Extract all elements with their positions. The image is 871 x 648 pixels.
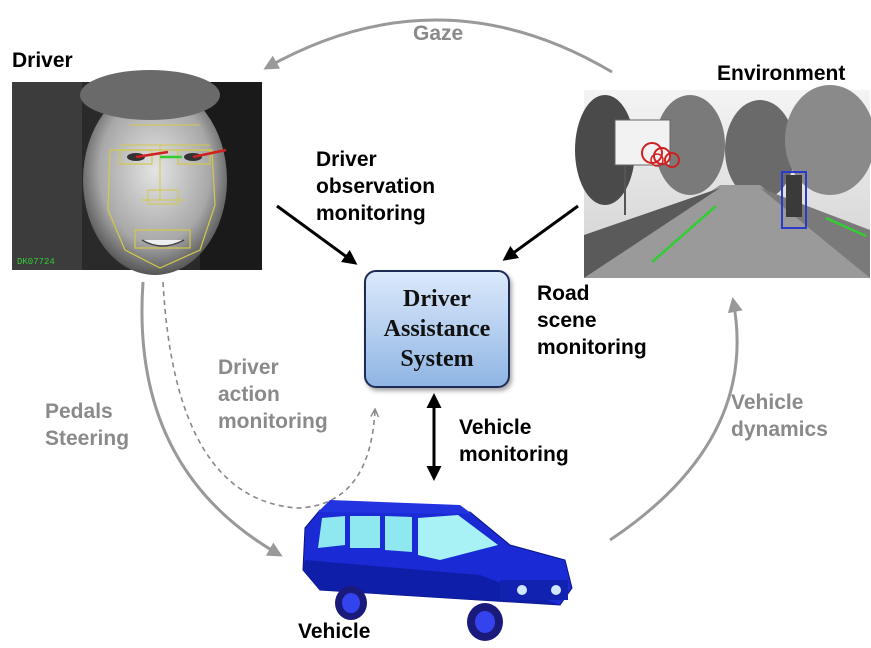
pedals-steering-label: Pedals Steering xyxy=(45,400,130,450)
pedals-steering-arrow xyxy=(140,281,283,557)
road-scene-image xyxy=(575,85,871,278)
vehicle-image xyxy=(302,500,573,641)
vehicle-dynamics-label: Vehicle dynamics xyxy=(731,391,828,441)
driver-face-image: DK07724 xyxy=(12,70,262,275)
driver-assistance-system-box: Driver Assistance System xyxy=(364,270,510,388)
environment-title: Environment xyxy=(717,62,846,85)
driver-action-label: Driver action monitoring xyxy=(218,356,328,433)
gaze-arrow xyxy=(263,18,613,74)
driver-assistance-system-label: Driver Assistance System xyxy=(383,286,491,372)
vehicle-dynamics-arrow xyxy=(609,297,743,542)
driver-observation-arrow xyxy=(276,204,358,265)
gaze-label: Gaze xyxy=(413,22,464,45)
face-image-id: DK07724 xyxy=(17,257,55,267)
vehicle-monitoring-label: Vehicle monitoring xyxy=(459,416,569,466)
road-scene-label: Road scene monitoring xyxy=(537,282,647,359)
vehicle-title: Vehicle xyxy=(298,620,371,643)
driver-title: Driver xyxy=(12,49,73,72)
road-scene-arrow xyxy=(502,204,579,261)
driver-action-arrow xyxy=(162,281,375,509)
driver-observation-label: Driver observation monitoring xyxy=(316,148,436,225)
